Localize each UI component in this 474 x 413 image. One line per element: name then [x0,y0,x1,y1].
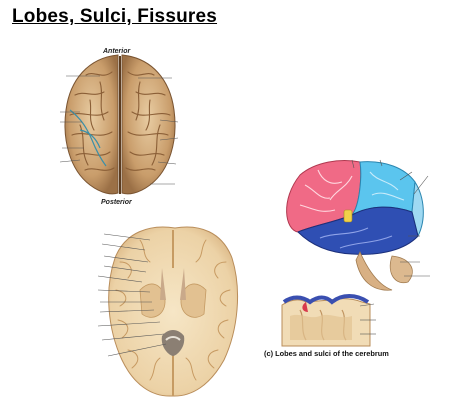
horizontal-section [97,226,239,397]
cerebrum-section-block [281,294,376,347]
anterior-label: Anterior [103,48,131,55]
slide-title: Lobes, Sulci, Fissures [12,6,218,27]
lateral-lobe-view [286,159,430,291]
cerebrum-caption: (c) Lobes and sulci of the cerebrum [264,349,389,358]
posterior-label: Posterior [101,199,132,206]
superior-brain-view [59,54,179,195]
